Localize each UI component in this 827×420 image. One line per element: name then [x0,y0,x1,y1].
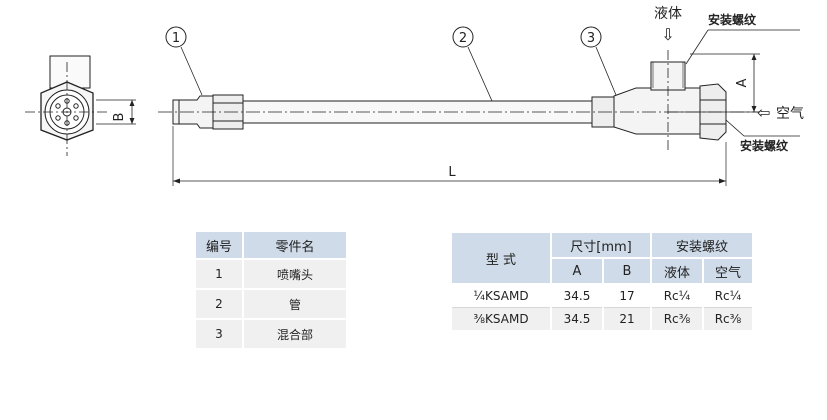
part-no: 3 [196,319,244,350]
size-b-cell: 17 [603,284,652,308]
part-name: 喷嘴头 [243,259,348,290]
table-row: 1 喷嘴头 [196,259,348,290]
table-row: ¼KSAMD 34.5 17 Rc¼ Rc¼ [452,284,754,308]
liquid-label: 液体 [654,6,682,22]
table-row: 3 混合部 [196,319,348,350]
callout-3-circle [580,26,602,48]
parts-header-no: 编号 [196,232,244,260]
size-b-header: B [603,258,652,285]
part-no: 2 [196,289,244,320]
model-header: 型 式 [452,233,552,285]
air-thread-cell: Rc⅜ [703,307,754,332]
parts-header-name: 零件名 [243,232,348,260]
table-row: 2 管 [196,289,348,320]
air-header: 空气 [703,258,754,285]
callout-2: 2 [459,31,467,46]
model-cell: ¼KSAMD [452,284,552,308]
size-a-header: A [551,258,604,285]
air-arrow-icon: ⇦ [757,103,770,122]
side-view [158,29,800,186]
model-cell: ⅜KSAMD [452,307,552,332]
size-b-cell: 21 [603,307,652,332]
callout-1: 1 [172,31,180,46]
liquid-thread-cell: Rc⅜ [651,307,704,332]
model-table: 型 式 尺寸[mm] 安装螺纹 A B 液体 空气 ¼KSAMD 34.5 17… [452,233,754,332]
callout-2-circle [452,26,474,48]
air-label: 空气 [776,106,804,122]
end-view [25,55,136,156]
dim-a-label: A [735,78,750,87]
dim-l-label: L [448,165,456,180]
liquid-arrow-icon: ⇩ [661,25,674,44]
thread-label-side: 安装螺纹 [740,138,789,153]
callout-3: 3 [587,31,595,46]
size-header: 尺寸[mm] [551,233,652,259]
liquid-thread-cell: Rc¼ [651,284,704,308]
size-a-cell: 34.5 [551,284,604,308]
air-thread-cell: Rc¼ [703,284,754,308]
thread-label-top: 安装螺纹 [708,12,757,27]
thread-header: 安装螺纹 [651,233,754,259]
part-name: 管 [243,289,348,320]
part-no: 1 [196,259,244,290]
table-row: ⅜KSAMD 34.5 21 Rc⅜ Rc⅜ [452,307,754,332]
parts-table: 编号 零件名 1 喷嘴头 2 管 3 混合部 [196,232,348,350]
part-name: 混合部 [243,319,348,350]
size-a-cell: 34.5 [551,307,604,332]
callout-1-circle [165,26,187,48]
dim-b-label: B [112,113,127,122]
technical-drawing: B [25,6,804,186]
liquid-header: 液体 [651,258,704,285]
